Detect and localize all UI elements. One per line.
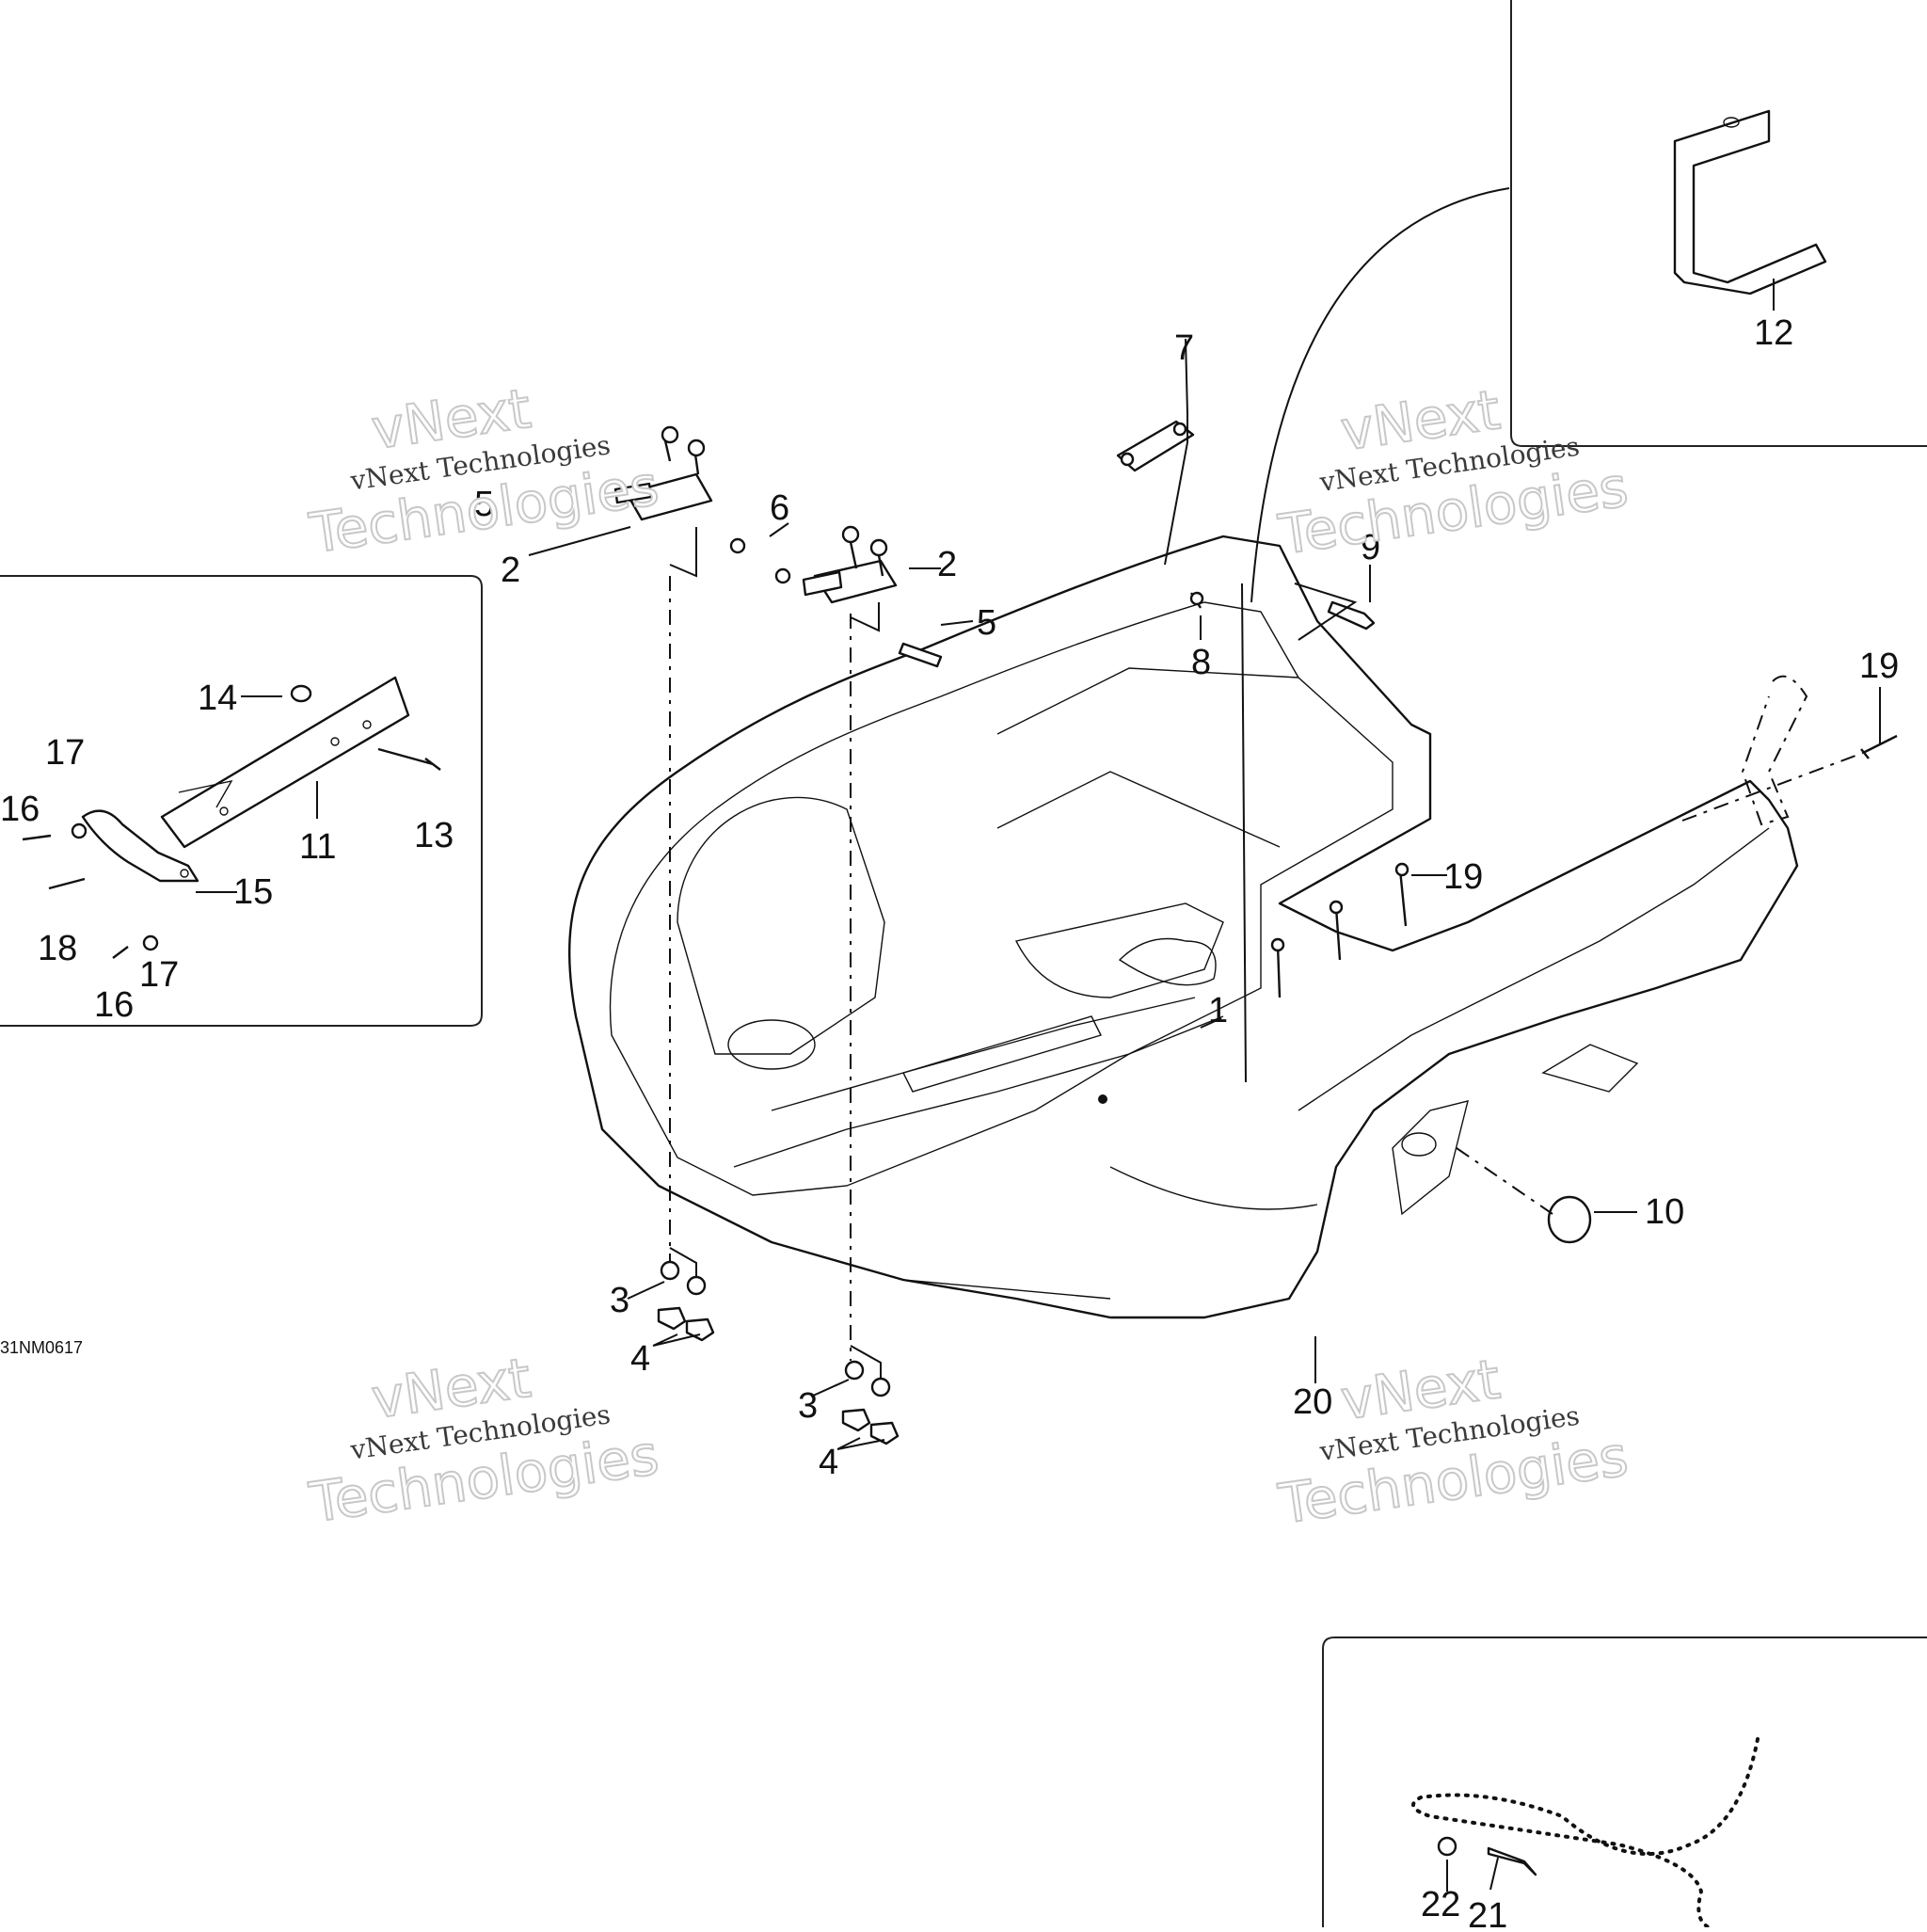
callout-4: 4 xyxy=(630,1339,650,1379)
callout-19: 19 xyxy=(1859,647,1899,686)
center-marker xyxy=(1098,1094,1107,1104)
callout-20: 20 xyxy=(1293,1382,1332,1422)
inset-panel-cover xyxy=(1322,1637,1927,1929)
callout-11: 11 xyxy=(299,827,336,867)
cover-outline xyxy=(1411,1737,1760,1929)
callout-12: 12 xyxy=(1754,313,1793,353)
watermark-top-left: vNext Technologies vNext Technologies xyxy=(305,375,663,567)
callout-3: 3 xyxy=(798,1386,818,1426)
nut-part xyxy=(290,684,312,703)
callout-9: 9 xyxy=(1361,528,1380,567)
watermark-bottom-right: vNext Technologies vNext Technologies xyxy=(1274,1346,1632,1537)
callout-13: 13 xyxy=(414,816,454,855)
callout-21: 21 xyxy=(1468,1896,1507,1927)
callout-2: 2 xyxy=(501,551,520,590)
watermark-bottom-left: vNext Technologies vNext Technologies xyxy=(305,1345,663,1536)
callout-5: 5 xyxy=(474,485,494,524)
callout-14: 14 xyxy=(198,679,237,718)
watermark-top-right: vNext Technologies vNext Technologies xyxy=(1274,376,1632,567)
inset-panel-accessories xyxy=(0,575,483,1027)
bracket-part xyxy=(81,809,199,883)
callout-1: 1 xyxy=(1208,991,1228,1030)
callout-18: 18 xyxy=(38,929,77,968)
leader-lines xyxy=(528,187,1881,1892)
callout-5: 5 xyxy=(977,603,996,643)
callout-19: 19 xyxy=(1443,857,1483,897)
callout-22: 22 xyxy=(1421,1885,1460,1924)
hull-outline xyxy=(568,535,1799,1319)
hardware xyxy=(613,420,1898,1445)
callout-3: 3 xyxy=(610,1281,629,1320)
drain-plug xyxy=(1547,1195,1592,1244)
callout-7: 7 xyxy=(1174,328,1194,368)
reference-code: 31NM0617 xyxy=(0,1338,83,1357)
callout-2: 2 xyxy=(937,545,957,584)
callout-17: 17 xyxy=(45,733,85,773)
callout-10: 10 xyxy=(1645,1192,1684,1232)
callout-8: 8 xyxy=(1191,643,1211,682)
callout-17: 17 xyxy=(139,955,179,995)
callouts: 1 2 2 3 3 4 4 5 5 6 7 8 9 10 11 12 13 14… xyxy=(0,313,1899,1932)
callout-4: 4 xyxy=(819,1443,838,1482)
inset-panel-bracket xyxy=(1510,0,1927,447)
callout-16: 16 xyxy=(94,985,134,1025)
callout-15: 15 xyxy=(233,872,273,912)
callout-6: 6 xyxy=(770,488,789,528)
hull-assembly xyxy=(568,535,1799,1319)
callout-16: 16 xyxy=(0,790,40,829)
